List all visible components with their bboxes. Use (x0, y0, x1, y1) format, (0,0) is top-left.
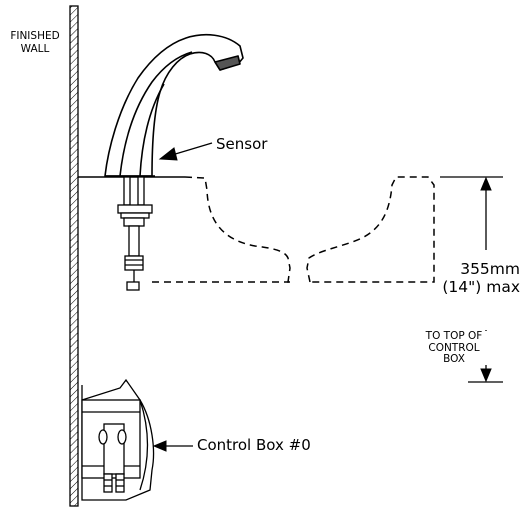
faucet (104, 33, 244, 177)
basin-outline (152, 176, 435, 283)
dimension-label-inches: (14") max (442, 277, 520, 296)
faucet-shank (117, 176, 153, 291)
control-box-arrow (152, 440, 193, 452)
control-box-label: Control Box #0 (197, 436, 311, 454)
top-label-line2: CONTROL (428, 341, 480, 354)
top-of-control-box-label: TO TOP OF CONTROL BOX (414, 331, 494, 365)
finished-wall-label-line2: WALL (20, 42, 50, 55)
dimension-label-mm: 355mm (460, 260, 520, 278)
finished-wall (69, 5, 79, 507)
dimension-label: 355mm (14") max (440, 260, 520, 296)
control-box (81, 378, 155, 501)
sensor-label: Sensor (216, 135, 268, 153)
finished-wall-label-line1: FINISHED (10, 30, 60, 42)
sensor-arrow (158, 142, 213, 161)
top-label-line1: TO TOP OF (425, 330, 483, 342)
finished-wall-label: FINISHED WALL (8, 31, 62, 54)
top-label-line3: BOX (443, 353, 465, 365)
